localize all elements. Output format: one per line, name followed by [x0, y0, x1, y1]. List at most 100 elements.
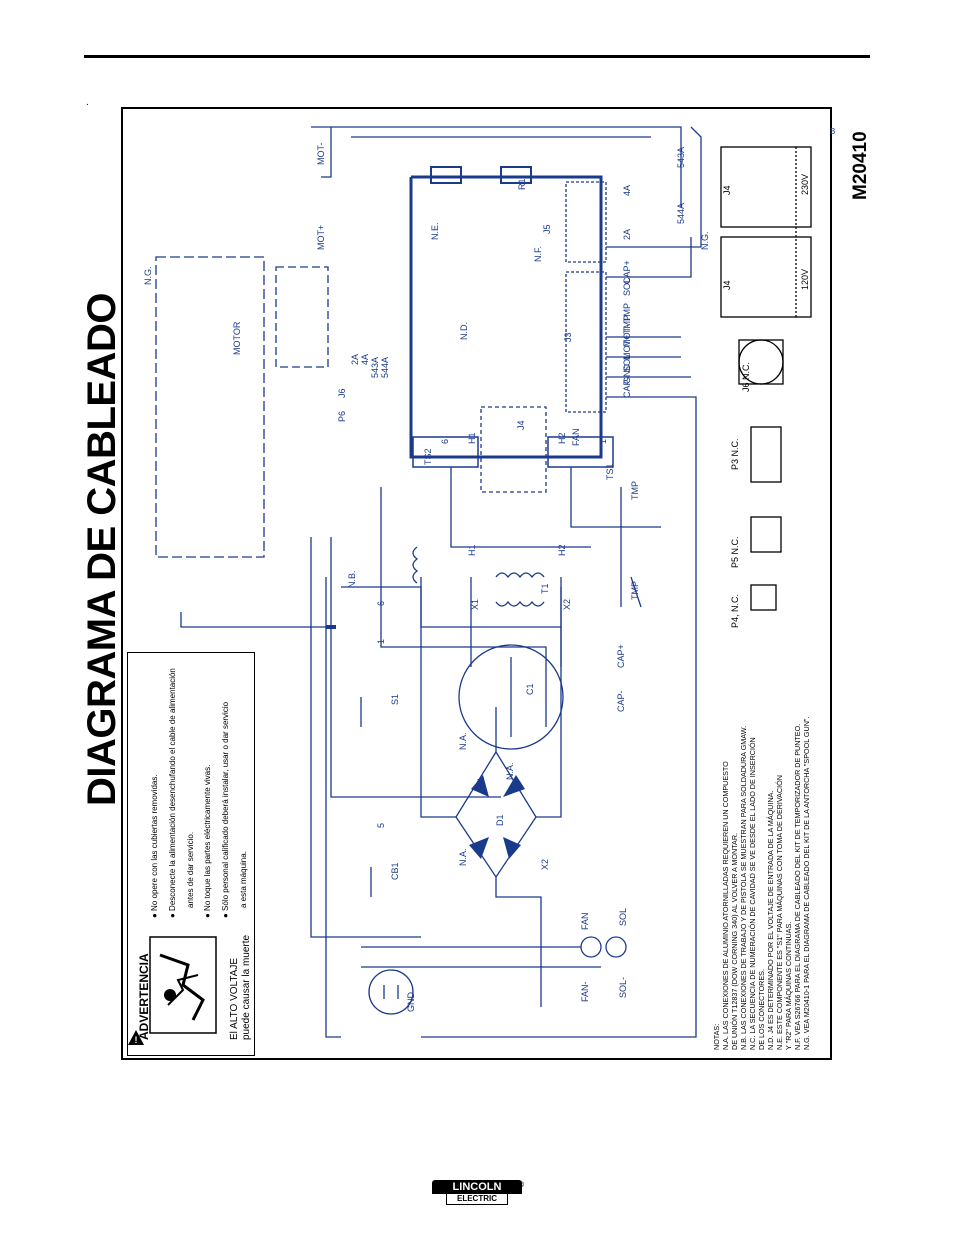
label-p4-nc: P4, N.C. [730, 593, 740, 628]
label-p6: P6 [337, 410, 347, 422]
warning-sub-line1: El ALTO VOLTAJE [229, 957, 240, 1040]
motor-housing-dashed [155, 256, 265, 558]
warning-bullet-1: ● No opere con las cubiertas removidas. [150, 774, 159, 918]
label-wire-5: 5 [376, 822, 386, 828]
label-h2: H2 [557, 432, 567, 444]
label-r1: R1 [517, 178, 527, 190]
note-line: N.B. LAS CONEXIONES DE TRABAJO Y DE PIST… [739, 725, 748, 1050]
label-d1: D1 [495, 814, 505, 826]
label-na-cap: N.A. [458, 732, 468, 750]
label-fan-term: FAN [571, 428, 581, 446]
label-s1: S1 [390, 693, 400, 705]
label-h2-lead: H2 [557, 544, 567, 556]
label-j3-tmp-b: TMP [622, 303, 632, 322]
label-wire-6: 6 [376, 600, 386, 606]
label-h1-lead: H1 [467, 544, 477, 556]
label-ts1: TS1 [605, 463, 615, 480]
label-nf: N.F. [533, 245, 543, 262]
logo-line2: ELECTRIC [446, 1194, 508, 1205]
label-sol-plus: SOL [618, 907, 628, 926]
label-mot-plus: MOT+ [316, 224, 326, 250]
label-wire-543a: 543A [370, 356, 380, 378]
warning-triangle-icon: ! [128, 1030, 144, 1045]
label-j5-4a: 4A [622, 184, 632, 196]
note-line: N.A. LAS CONEXIONES DE ALUMINIO ATORNILL… [721, 761, 730, 1050]
label-tmp-a: TMP [630, 481, 640, 500]
label-h1: H1 [467, 432, 477, 444]
label-j4-left: J4 [722, 280, 732, 290]
label-x1: X1 [476, 776, 486, 788]
warning-bullet-2b: antes de dar servicio. [186, 831, 195, 908]
label-fan-plus: FAN [580, 912, 590, 930]
label-cap-minus: CAP- [616, 690, 626, 712]
wiring-schematic [155, 126, 812, 1038]
label-543a: 543A [676, 146, 686, 168]
warning-sub-line2: puede causar la muerte [241, 934, 252, 1040]
label-x1-top: X1 [470, 598, 480, 610]
warning-bullet-2: ● Desconecte la alimentación desenchufan… [168, 668, 177, 918]
label-tmp-b: TMP [630, 581, 640, 600]
diagram-code: M20410 [850, 131, 871, 200]
label-544a: 544A [676, 202, 686, 224]
note-line: N.F. VEA S26766 PARA EL DIAGRAMA DE CABL… [793, 723, 802, 1050]
label-ts2: TS2 [423, 448, 433, 465]
revision-letter: B [830, 127, 836, 136]
label-j4-right: J4 [722, 185, 732, 195]
label-j4-230v: 230V [800, 173, 810, 195]
label-wire-2a: 2A [350, 353, 360, 365]
label-motor: MOTOR [232, 321, 242, 355]
logo-registered-mark: ® [518, 1182, 524, 1189]
label-na-x1: N.A. [505, 762, 515, 780]
note-line: N.C. LA SECUENCIA DE NUMERACIÓN DE CAVID… [748, 737, 757, 1050]
label-t1: T1 [540, 583, 550, 594]
label-j4: J4 [516, 420, 526, 430]
label-j5-2a: 2A [622, 228, 632, 240]
label-j3-cap-plus: CAP+ [622, 260, 632, 284]
label-ts2-6: 6 [440, 438, 450, 444]
label-x2-top: X2 [562, 598, 572, 610]
label-fan-minus: FAN- [580, 981, 590, 1002]
label-c1: C1 [525, 683, 535, 695]
warning-box [127, 652, 255, 1056]
page-marker: . [86, 97, 89, 108]
label-ng-right: N.G. [700, 231, 710, 250]
logo-line1: LINCOLN [432, 1180, 522, 1194]
label-ts1-1: 1 [598, 438, 608, 444]
warning-bullet-4b: a esta máquina. [239, 851, 248, 908]
label-cb1: CB1 [390, 862, 400, 880]
label-gnd: GND [406, 992, 416, 1012]
label-j6-nc: J6 N.C. [741, 361, 751, 392]
label-x2: X2 [540, 858, 550, 870]
top-rule [84, 55, 870, 58]
electric-shock-icon [149, 936, 217, 1034]
label-wire-4a: 4A [360, 353, 370, 365]
note-line: N.G. VEA M20410-1 PARA EL DIAGRAMA DE CA… [802, 716, 811, 1050]
label-p3-nc: P3 N.C. [730, 438, 740, 470]
label-j3: J3 [563, 332, 573, 342]
note-line: Y "R2" PARA MÁQUINAS CONTINUAS. [784, 921, 793, 1050]
notes-heading: NOTAS: [712, 1023, 721, 1050]
note-line: N.D. J4 ES DETERMINADO POR EL VOLTAJE DE… [766, 790, 775, 1050]
lincoln-electric-logo: LINCOLN ELECTRIC ® [432, 1180, 524, 1206]
warning-bullet-3: ● No toque las partes eléctricamente viv… [203, 764, 212, 918]
notes-block: NOTAS: N.A. LAS CONEXIONES DE ALUMINIO A… [712, 717, 811, 1050]
label-na-x2: N.A. [458, 848, 468, 866]
svg-text:!: ! [135, 1035, 138, 1045]
label-nd: N.D. [459, 322, 469, 340]
label-ng-motor: N.G. [143, 266, 153, 285]
label-wire-544a: 544A [380, 356, 390, 378]
label-nb: N.B. [347, 570, 357, 588]
note-line: N.E. ESTE COMPONENTE ES "S1" PARA MÁQUIN… [775, 775, 784, 1050]
label-j5: J5 [542, 224, 552, 234]
label-mot-minus: MOT- [316, 142, 326, 166]
warning-bullet-4: ● Sólo personal calificado deberá instal… [221, 701, 230, 918]
label-wire-1: 1 [376, 638, 386, 644]
label-ne: N.E. [430, 222, 440, 240]
diagram-frame [121, 107, 832, 1060]
note-line: DE LOS CONECTORES. [757, 969, 766, 1050]
label-j4-120v: 120V [800, 268, 810, 290]
label-p5-nc: P5 N.C. [730, 536, 740, 568]
page-title: DIAGRAMA DE CABLEADO [80, 293, 124, 806]
note-line: DE UNIÓN T12837 (DOW CORNING 340) AL VOL… [730, 832, 739, 1050]
label-sol-minus: SOL- [618, 976, 628, 998]
